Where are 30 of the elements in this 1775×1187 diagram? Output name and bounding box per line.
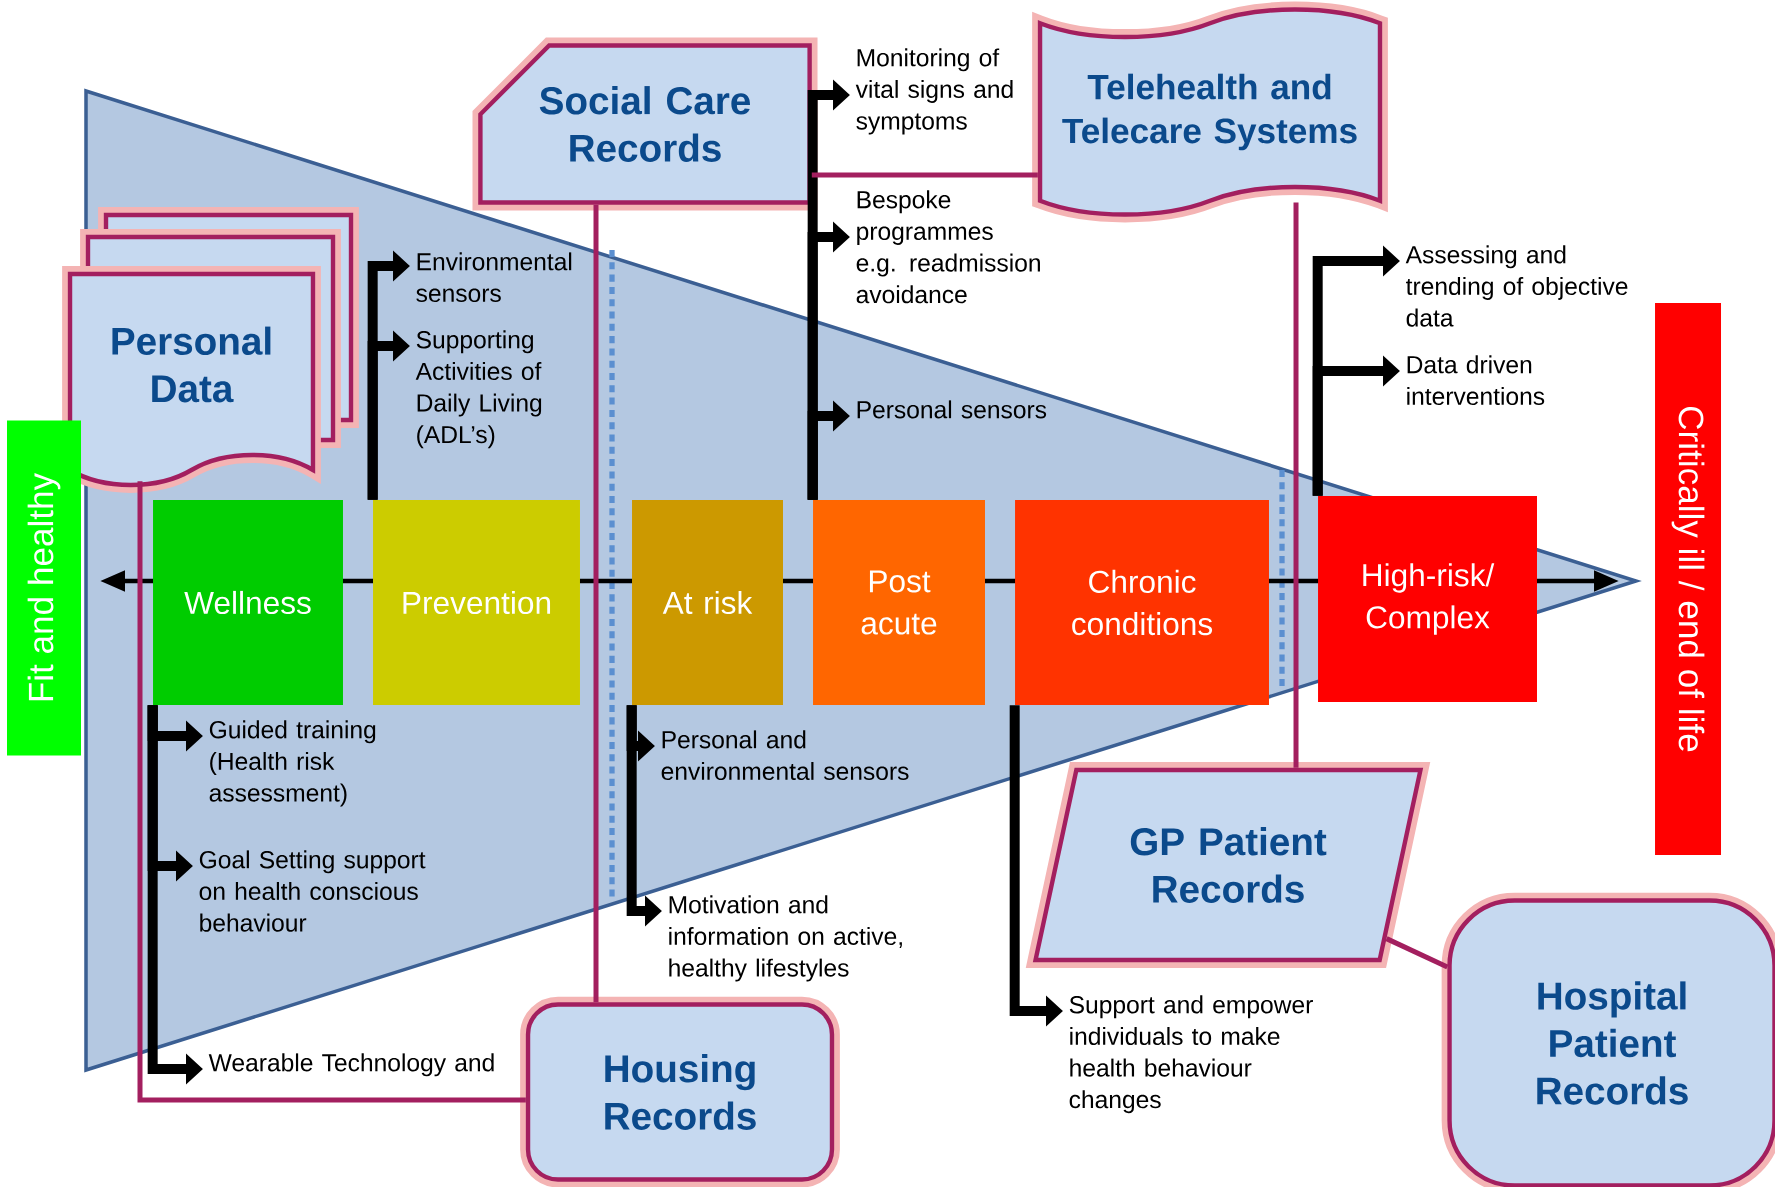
connector-line [137,481,526,1103]
stage-box: At risk [632,500,783,705]
document-box: Social Care Records [472,37,818,211]
connector-line [1385,936,1449,970]
connector-line [811,172,1038,178]
item-text: Monitoring of vital signs and symptoms [855,48,1013,135]
item-text: Support and empower individuals to make health behaviour changes [1069,995,1313,1114]
item-text: Personal and environmental sensors [661,730,909,781]
item-text: Guided training (Health risk assessment) [209,720,376,807]
item-text: Data driven interventions [1407,355,1545,406]
stacked-documents-box: Personal Data [62,207,359,493]
item-text: Supporting Activities of Daily Living (ADL’s) [415,330,542,449]
rounded-box: Housing Records [520,996,840,1187]
stage-box: Wellness [153,500,343,705]
stage-box: Chronic conditions [1015,500,1269,705]
tape-box: Telehealth and Telecare Systems [1032,1,1388,223]
side-band: Fit and healthy [7,420,81,756]
stage-box: Post acute [813,500,985,705]
stage-box: High-risk/ Complex [1318,496,1537,702]
item-text: Environmental sensors [416,252,572,303]
item-text: Assessing and trending of objective data [1405,245,1628,327]
rounded-box: Hospital Patient Records [1441,892,1775,1187]
side-band: Critically ill / end of life [1655,303,1721,855]
connector-line [1293,202,1299,768]
item-text: Goal Setting support on health conscious behaviour [199,850,426,932]
stage-box: Prevention [373,500,580,705]
item-text: Personal sensors [857,400,1047,419]
item-text: Motivation and information on active, healthy lifestyles [669,895,902,982]
item-text: Wearable Technology and [208,1053,494,1077]
connector-line [593,204,599,1003]
